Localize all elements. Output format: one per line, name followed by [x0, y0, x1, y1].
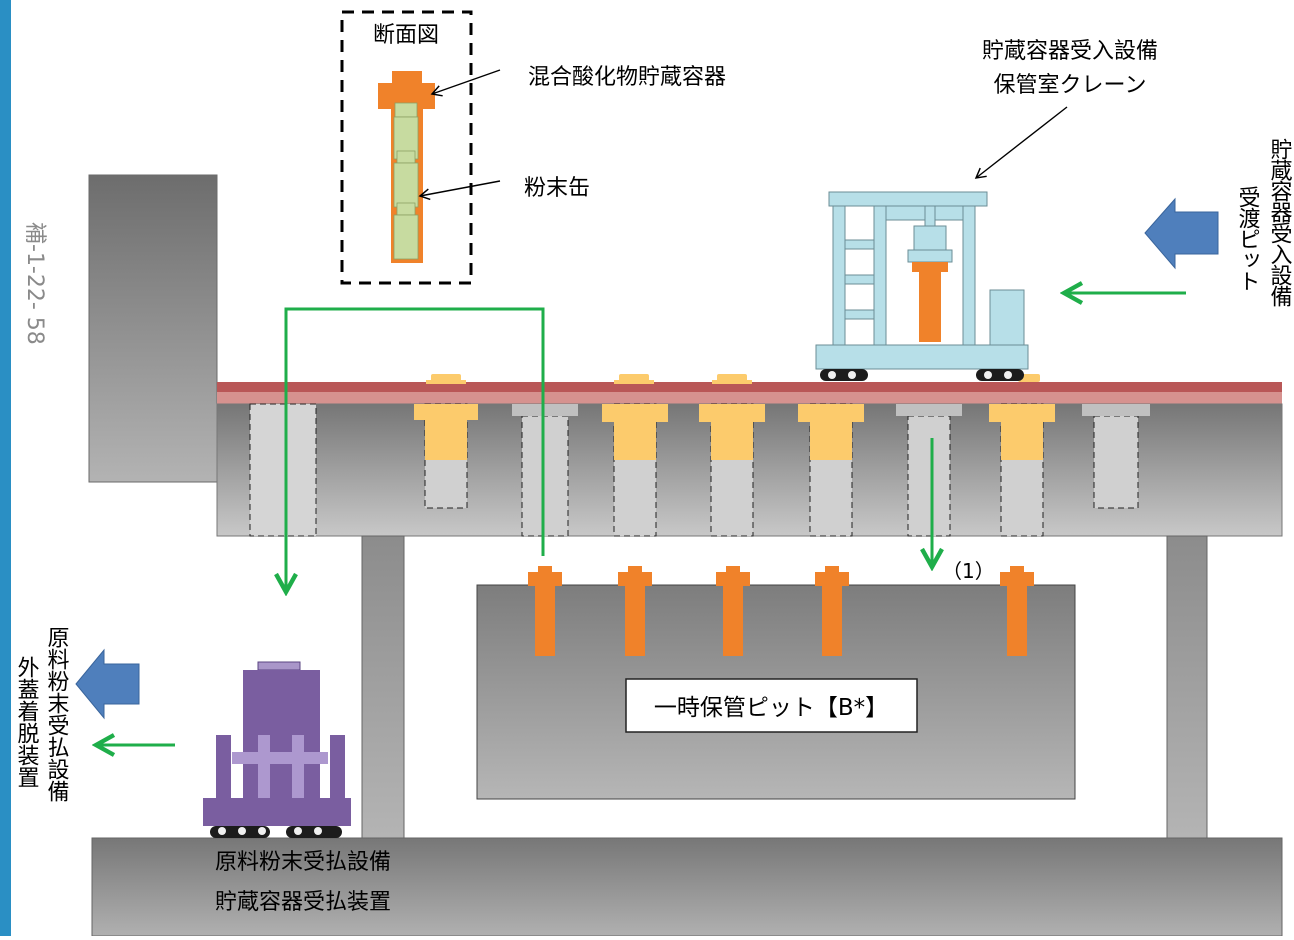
- pit-container: [528, 566, 562, 656]
- base-floor: [91, 837, 1283, 937]
- label-crane-line1: 貯蔵容器受入設備: [982, 39, 1158, 64]
- label-left-col2: 外蓋着脱装置: [14, 656, 40, 788]
- floor-plug: [426, 380, 466, 384]
- pit-container: [618, 566, 652, 656]
- container-in-slot-body: [1001, 422, 1043, 460]
- support-column: [361, 535, 405, 839]
- container-in-slot: [989, 404, 1055, 422]
- pit-container: [716, 566, 750, 656]
- slot-cap: [512, 404, 578, 416]
- inset-container-lid: [392, 71, 422, 83]
- storage-slot-empty: [521, 415, 569, 537]
- container-in-slot-body: [425, 420, 467, 460]
- label-marker-1: （1）: [942, 559, 995, 583]
- leader-arrow-can: [418, 180, 501, 201]
- label-bottom-line1: 原料粉末受払設備: [215, 850, 391, 875]
- cross-section-frame: [340, 10, 473, 285]
- flow-arrows: [98, 293, 1186, 745]
- crane-container: [919, 272, 941, 342]
- container-in-slot: [414, 404, 478, 420]
- storage-room-crane: [815, 191, 1029, 370]
- pit-container: [815, 566, 849, 656]
- storage-slot-empty: [907, 415, 951, 537]
- container-shipping-device: [203, 661, 351, 826]
- pit-containers: [528, 566, 1034, 656]
- label-mox-container: 混合酸化物貯蔵容器: [528, 65, 726, 90]
- crane-wheels: [820, 369, 1024, 381]
- pit-container: [1000, 566, 1034, 656]
- leader-arrow-crane: [974, 106, 1068, 179]
- container-in-slot-body: [810, 422, 852, 460]
- container-in-slot-body: [711, 422, 753, 460]
- inset-powder-can: [393, 162, 419, 208]
- cross-section-inset: 断面図: [340, 10, 473, 285]
- label-left-col1: 原料粉末受払設備: [44, 626, 70, 802]
- pit-label: 一時保管ピット【B*】: [654, 695, 888, 721]
- floor-top-line: [217, 382, 1282, 392]
- label-bottom-line2: 貯蔵容器受払装置: [215, 890, 391, 915]
- storage-slots: [249, 403, 1150, 537]
- page-number: 補-1-22- 58: [22, 222, 47, 345]
- label-crane-line2: 保管室クレーン: [994, 73, 1147, 98]
- storage-slot-empty: [1093, 415, 1139, 509]
- crane-container-lid: [912, 262, 948, 272]
- pit-label-box: [625, 678, 918, 733]
- floor-plug: [614, 380, 654, 384]
- slot-cap: [1082, 404, 1150, 416]
- inset-powder-can: [394, 102, 418, 118]
- label-powder-can: 粉末缶: [524, 176, 590, 201]
- block-arrow-outgoing: [75, 648, 140, 720]
- storage-slot-empty: [249, 403, 317, 537]
- cross-section-title: 断面図: [373, 23, 439, 48]
- inset-powder-can: [396, 150, 416, 164]
- left-wall: [88, 174, 218, 483]
- page-side-bar: [0, 0, 11, 936]
- container-in-slot: [699, 404, 765, 422]
- floor-plug: [712, 380, 752, 384]
- container-in-slot: [602, 404, 668, 422]
- label-right-col2: 受渡ピット: [1235, 186, 1261, 291]
- slot-cap: [896, 404, 962, 416]
- inset-powder-can: [396, 202, 416, 216]
- block-arrow-incoming: [1144, 197, 1219, 270]
- container-in-slot-body: [614, 422, 656, 460]
- inset-powder-can: [393, 214, 419, 260]
- cart-wheels: [210, 826, 342, 838]
- label-right-col1: 貯蔵容器受入設備: [1267, 138, 1293, 307]
- leader-arrow-container: [430, 69, 501, 97]
- support-column: [1166, 535, 1208, 839]
- flow-arrow-pit-to-cart: [286, 307, 545, 590]
- container-in-slot: [798, 404, 864, 422]
